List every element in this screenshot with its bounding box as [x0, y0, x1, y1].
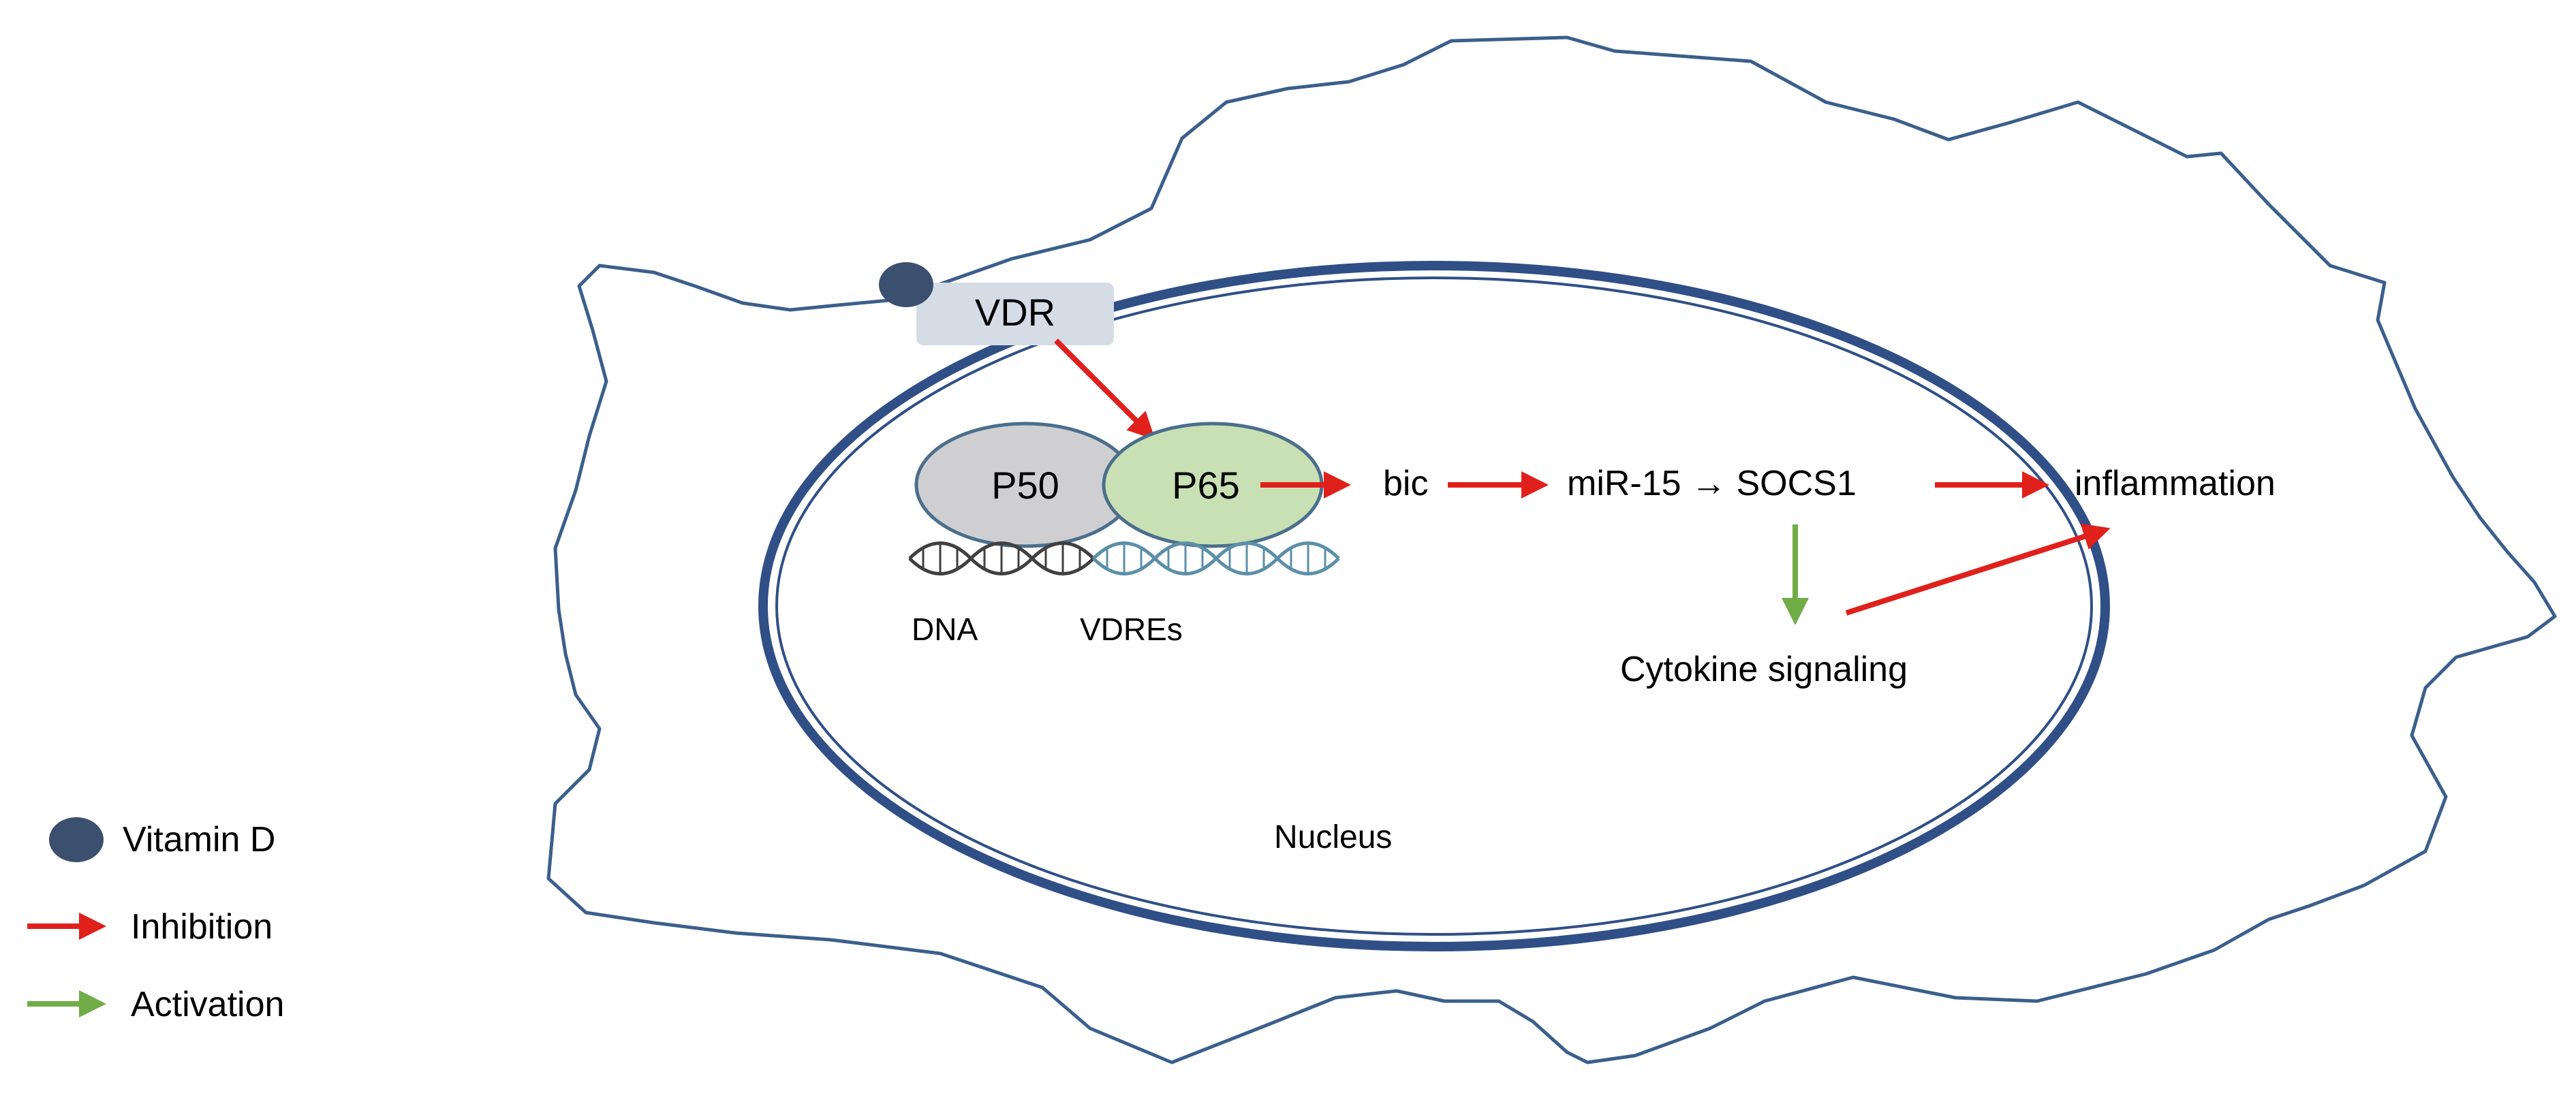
- vdr-label: VDR: [975, 291, 1055, 334]
- legend-vitamin-d-label: Vitamin D: [123, 820, 275, 859]
- cytokine-to-inflammation-arrow: [1845, 523, 2111, 616]
- dna-helix: [908, 541, 1340, 575]
- p50-label: P50: [991, 464, 1059, 507]
- vdr-to-p65-inhibition-arrow: [1054, 338, 1155, 440]
- p65-label: P65: [1172, 464, 1240, 507]
- legend-inhibition-label: Inhibition: [131, 907, 273, 947]
- legend-vitamin-d-icon: [49, 817, 104, 862]
- bic-label: bic: [1383, 464, 1428, 503]
- nucleus-label: Nucleus: [1274, 819, 1392, 855]
- vitamin-d-molecule: [879, 262, 933, 307]
- cytokine-signaling-label: Cytokine signaling: [1620, 650, 1908, 689]
- mir15-socs1-label: miR-15 → SOCS1: [1567, 464, 1857, 503]
- nucleus-membrane-inner: [775, 276, 2093, 936]
- inflammation-label: inflammation: [2075, 464, 2276, 503]
- cell-membrane: [546, 35, 2557, 1064]
- vdres-label: VDREs: [1080, 612, 1183, 647]
- legend: Vitamin D Inhibition Activation: [27, 817, 284, 1024]
- dna-label: DNA: [912, 612, 978, 647]
- vdr-box: [916, 283, 1114, 345]
- nucleus-membrane-outer: [758, 261, 2110, 951]
- legend-activation-label: Activation: [131, 985, 284, 1024]
